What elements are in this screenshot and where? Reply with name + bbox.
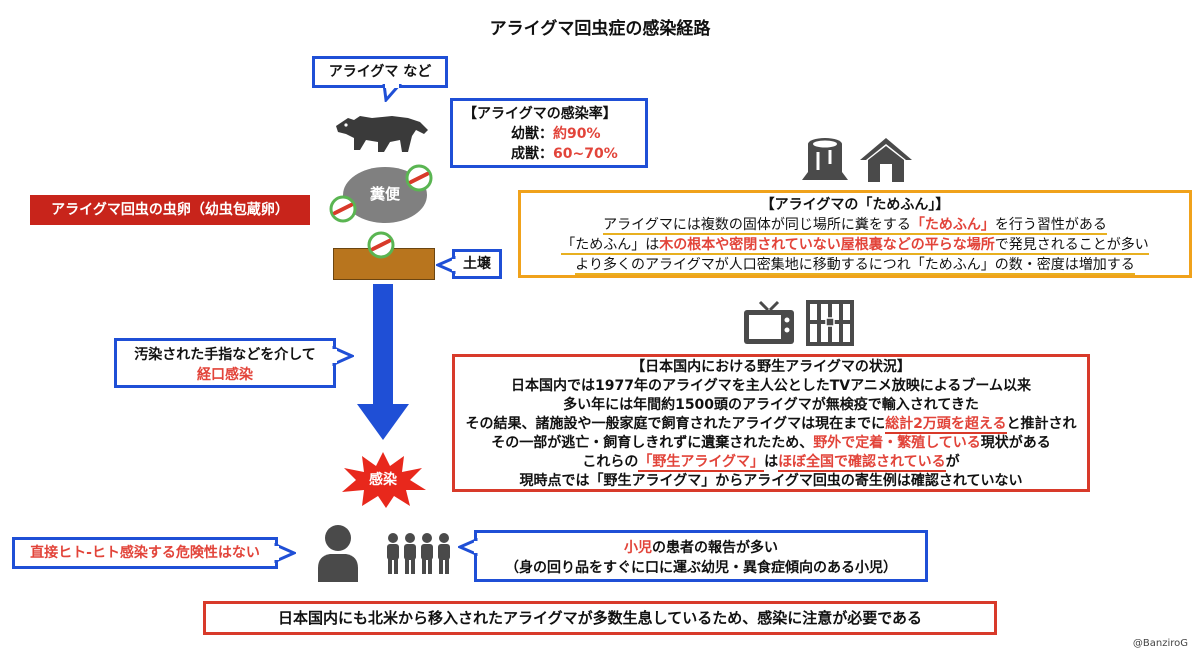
route-line2: 経口感染 [197, 367, 253, 383]
latrine-line2: 「ためふん」は木の根本や密閉されていない屋根裏などの平らな場所で発見されることが… [561, 237, 1149, 255]
eggs-label: アライグマ回虫の虫卵（幼虫包蔵卵） [30, 195, 310, 225]
raccoon-callout: アライグマ など [312, 56, 448, 88]
status-line5: これらの「野生アライグマ」はほぼ全国で確認されているが [582, 454, 960, 472]
raccoon-icon [336, 116, 428, 152]
status-heading: 【日本国内における野生アライグマの状況】 [631, 359, 911, 375]
page-title: アライグマ回虫症の感染経路 [489, 19, 711, 39]
bottom-note: 日本国内にも北米から移入されたアライグマが多数生息しているため、感染に注意が必要… [203, 601, 997, 635]
soil-callout: 土壌 [452, 249, 502, 279]
status-line2: 多い年には年間約1500頭のアライグマが無検疫で輸入されてきた [563, 397, 979, 413]
status-line1: 日本国内では1977年のアライグマを主人公としたTVアニメ放映によるブーム以来 [511, 378, 1031, 394]
infection-rate-heading: 【アライグマの感染率】 [463, 106, 617, 122]
route-line1: 汚染された手指などを介して [134, 347, 316, 363]
infection-rate-box: 【アライグマの感染率】 幼獣：約90% 成獣：60~70% [450, 98, 648, 168]
route-callout: 汚染された手指などを介して 経口感染 [114, 338, 336, 388]
feces-label: 糞便 [369, 185, 400, 203]
children-callout-tail [458, 538, 478, 556]
soil-callout-tail [436, 256, 456, 274]
status-line3: その結果、諸施設や一般家庭で飼育されたアライグマは現在までに総計2万頭を超えると… [465, 416, 1077, 434]
cage-icon [806, 300, 854, 346]
children-icon [387, 533, 450, 574]
latrine-line3: より多くのアライグマが人口密集地に移動するにつれ「ためふん」の数・密度は増加する [575, 257, 1135, 275]
status-line4: その一部が逃亡・飼育しきれずに遺棄されたため、野外で定着・繁殖している現状がある [491, 435, 1051, 451]
human-callout: 直接ヒト-ヒト感染する危険性はない [12, 537, 278, 569]
infection-rate-young: 幼獣：約90% [511, 126, 601, 142]
person-icon [318, 525, 358, 582]
raccoon-callout-tail [382, 84, 402, 102]
route-callout-tail [332, 346, 354, 366]
raccoon-callout-text: アライグマ など [328, 64, 432, 80]
human-callout-text: 直接ヒト-ヒト感染する危険性はない [30, 545, 260, 561]
latrine-box: 【アライグマの「ためふん」】 アライグマには複数の固体が同じ場所に糞をする「ため… [518, 190, 1192, 278]
infection-rate-adult: 成獣：60~70% [511, 146, 618, 162]
children-callout: 小児の患者の報告が多い （身の回り品をすぐに口に運ぶ幼児・異食症傾向のある小児） [474, 530, 928, 582]
egg-icon [329, 195, 357, 223]
latrine-heading: 【アライグマの「ためふん」】 [760, 197, 950, 213]
egg-icon [367, 231, 395, 259]
arrow-down-icon [357, 284, 409, 440]
soil-label: 土壌 [463, 256, 491, 272]
tv-icon [744, 300, 794, 344]
status-line6: 現時点では「野生アライグマ」からアライグマ回虫の寄生例は確認されていない [519, 473, 1023, 491]
starburst-icon [342, 452, 426, 508]
children-line1: 小児の患者の報告が多い [624, 540, 778, 556]
credit: @BanziroG [1132, 638, 1188, 649]
children-line2: （身の回り品をすぐに口に運ぶ幼児・異食症傾向のある小児） [505, 560, 897, 576]
egg-icon [405, 164, 433, 192]
latrine-line1: アライグマには複数の固体が同じ場所に糞をする「ためふん」を行う習性がある [603, 217, 1107, 235]
bottom-note-text: 日本国内にも北米から移入されたアライグマが多数生息しているため、感染に注意が必要… [277, 609, 923, 627]
status-box: 【日本国内における野生アライグマの状況】 日本国内では1977年のアライグマを主… [452, 354, 1090, 492]
infection-label: 感染 [369, 472, 397, 488]
human-callout-tail [274, 543, 296, 563]
stump-icon [802, 138, 848, 180]
house-icon [860, 138, 912, 182]
